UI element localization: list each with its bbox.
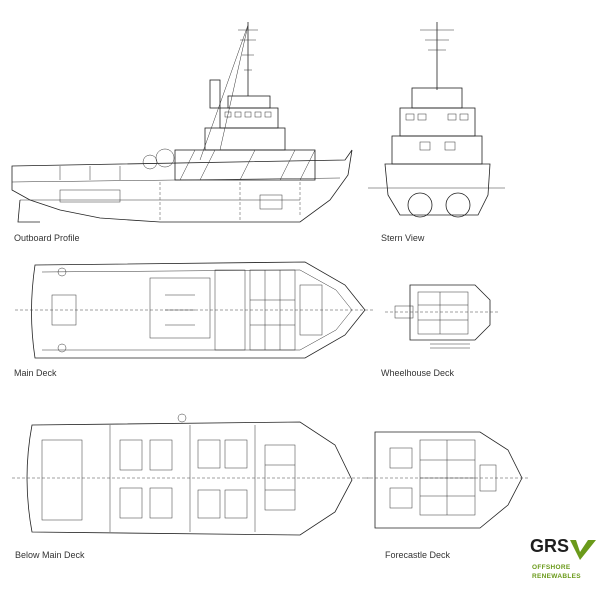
forecastle-deck-label: Forecastle Deck: [385, 550, 451, 560]
wheelhouse-deck-drawing: [385, 284, 500, 349]
logo-line-renewables: RENEWABLES: [532, 573, 581, 580]
forecastle-deck-drawing: [365, 431, 530, 529]
stern-view-drawing: [368, 22, 505, 218]
outboard-profile-label: Outboard Profile: [14, 233, 80, 243]
outboard-profile-drawing: [11, 22, 353, 223]
logo-chevron-icon: [570, 540, 596, 560]
below-main-deck-label: Below Main Deck: [15, 550, 85, 560]
logo-line-offshore: OFFSHORE: [532, 564, 571, 571]
grs-logo: GRS OFFSHORE RENEWABLES: [530, 536, 600, 596]
wheelhouse-deck-label: Wheelhouse Deck: [381, 368, 455, 378]
main-deck-drawing: [15, 261, 375, 359]
main-deck-label: Main Deck: [14, 368, 57, 378]
below-main-deck-drawing: [12, 413, 370, 536]
stern-view-label: Stern View: [381, 233, 425, 243]
logo-grs-text: GRS: [530, 536, 570, 556]
